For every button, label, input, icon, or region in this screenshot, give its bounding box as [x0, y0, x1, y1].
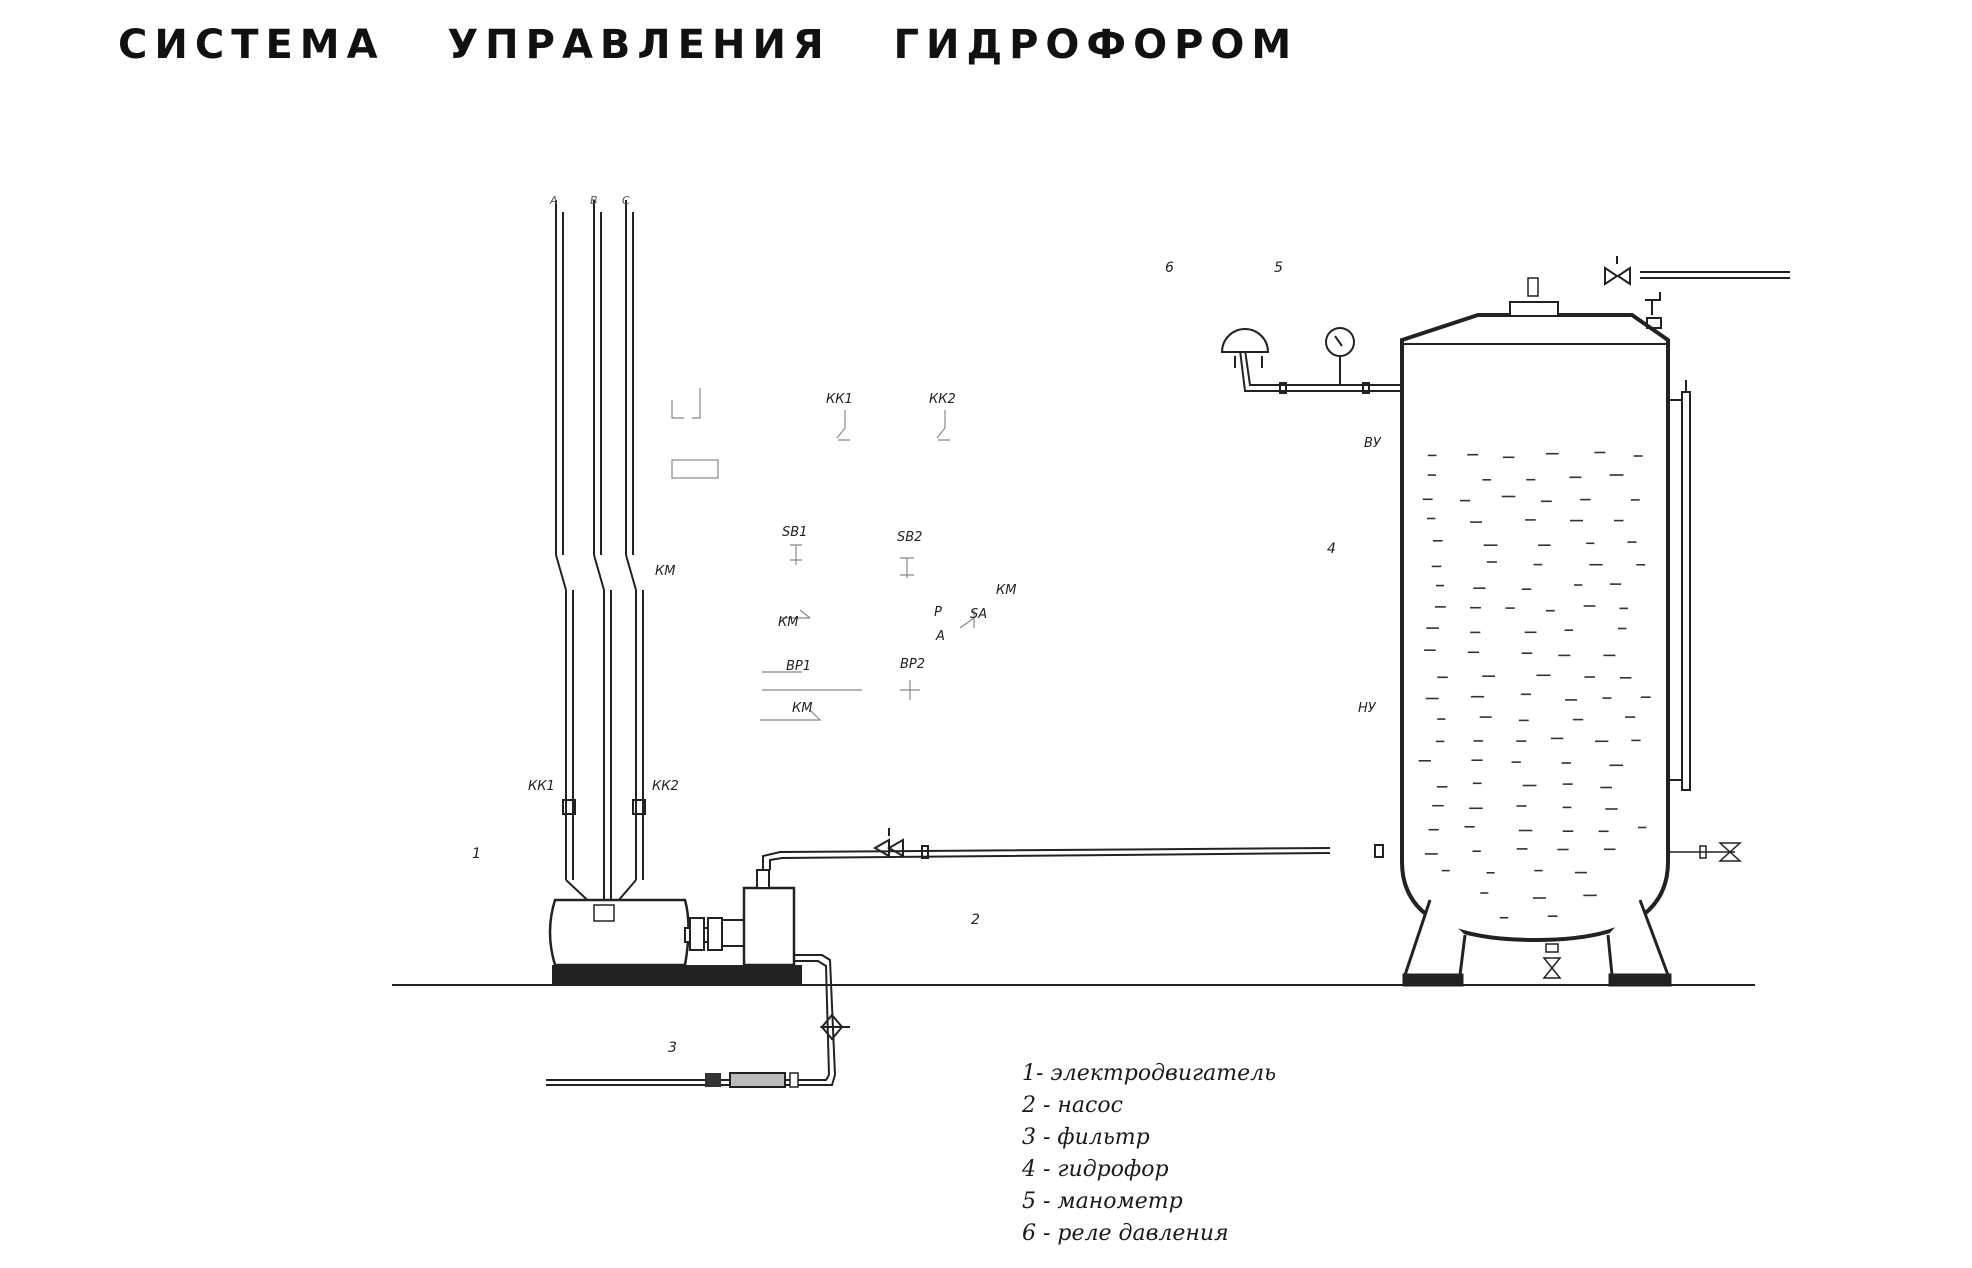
phase-label-a: А — [549, 194, 558, 207]
label-km-coil: КМ — [996, 583, 1016, 598]
label-kk1: КК1 — [528, 779, 555, 794]
label-kk2: КК2 — [652, 779, 679, 794]
motor-base — [552, 965, 802, 985]
tank-body — [1400, 313, 1670, 943]
number-manometer: 5 — [1274, 260, 1283, 276]
tank-hatch — [1509, 301, 1559, 317]
phase-labels: А В С — [549, 194, 630, 207]
lower-level-label: НУ — [1358, 701, 1377, 716]
legend-item: 2 - насос — [1022, 1093, 1123, 1118]
motor-body — [548, 898, 690, 967]
tank-level-labels: ВУ НУ — [1358, 436, 1382, 716]
label-a: А — [935, 629, 945, 644]
number-filter: 3 — [668, 1040, 677, 1056]
number-relay: 6 — [1165, 260, 1174, 276]
air-line-valve — [1604, 256, 1790, 286]
suction-pipe — [546, 954, 850, 1086]
motor-terminal-box — [593, 904, 615, 922]
number-pump: 2 — [971, 912, 980, 928]
label-km-contact: КМ — [778, 615, 798, 630]
pressure-relay — [1220, 328, 1270, 353]
discharge-pipe — [762, 828, 1384, 870]
number-hydrophore: 4 — [1327, 541, 1336, 557]
label-bp2: ВР2 — [900, 657, 925, 672]
filter — [705, 1072, 799, 1088]
pump-outlet — [756, 869, 770, 889]
tank-supports — [1402, 899, 1672, 987]
water-level — [1418, 451, 1651, 919]
label-km-contact-2: КМ — [792, 701, 812, 716]
label-sa: SA — [970, 607, 987, 622]
electric-motor — [548, 898, 802, 985]
water-gauge-glass — [1668, 380, 1691, 791]
legend-item: 4 - гидрофор — [1022, 1157, 1169, 1182]
page-title: СИСТЕМА УПРАВЛЕНИЯ ГИДРОФОРОМ — [118, 22, 1299, 68]
upper-level-label: ВУ — [1364, 436, 1382, 451]
label-sb2: SB2 — [897, 530, 922, 545]
manometer-assembly — [1220, 327, 1405, 394]
check-valve-discharge — [872, 838, 904, 858]
pump — [721, 869, 802, 985]
label-sb1: SB1 — [782, 525, 807, 540]
coupling-left — [689, 917, 705, 951]
label-kk2-top: КК2 — [929, 392, 956, 407]
drain-valve — [1542, 943, 1562, 979]
legend-item: 5 - манометр — [1022, 1189, 1183, 1214]
legend-item: 6 - реле давления — [1022, 1221, 1229, 1246]
component-numbers: 1 2 3 4 5 6 — [472, 260, 1336, 1056]
safety-valve — [1645, 292, 1662, 329]
phase-label-c: С — [622, 194, 630, 207]
legend-item: 3 - фильтр — [1022, 1125, 1150, 1150]
control-circuit — [671, 388, 975, 721]
pump-shaft-bearing — [721, 919, 745, 947]
hydrophore-tank — [1400, 256, 1790, 987]
power-lines — [555, 200, 646, 909]
label-p: Р — [934, 605, 942, 620]
pump-base — [740, 965, 802, 985]
label-km: КМ — [655, 564, 675, 579]
label-kk1-top: КК1 — [826, 392, 853, 407]
side-valve — [1668, 842, 1742, 862]
gate-valve-suction — [819, 1013, 845, 1041]
pump-body — [742, 886, 796, 967]
number-motor: 1 — [472, 846, 481, 862]
control-labels: КМ КК1 КК2 КК1 КК2 SB1 SB2 КМ КМ Р SA А … — [528, 392, 1016, 794]
legend: 1- электродвигатель 2 - насос 3 - фильтр… — [1022, 1058, 1276, 1250]
label-bp1: ВР1 — [786, 659, 811, 674]
phase-label-b: В — [590, 194, 598, 207]
coupling-right — [707, 917, 723, 951]
legend-item: 1- электродвигатель — [1022, 1061, 1277, 1086]
filter-element — [729, 1072, 786, 1088]
